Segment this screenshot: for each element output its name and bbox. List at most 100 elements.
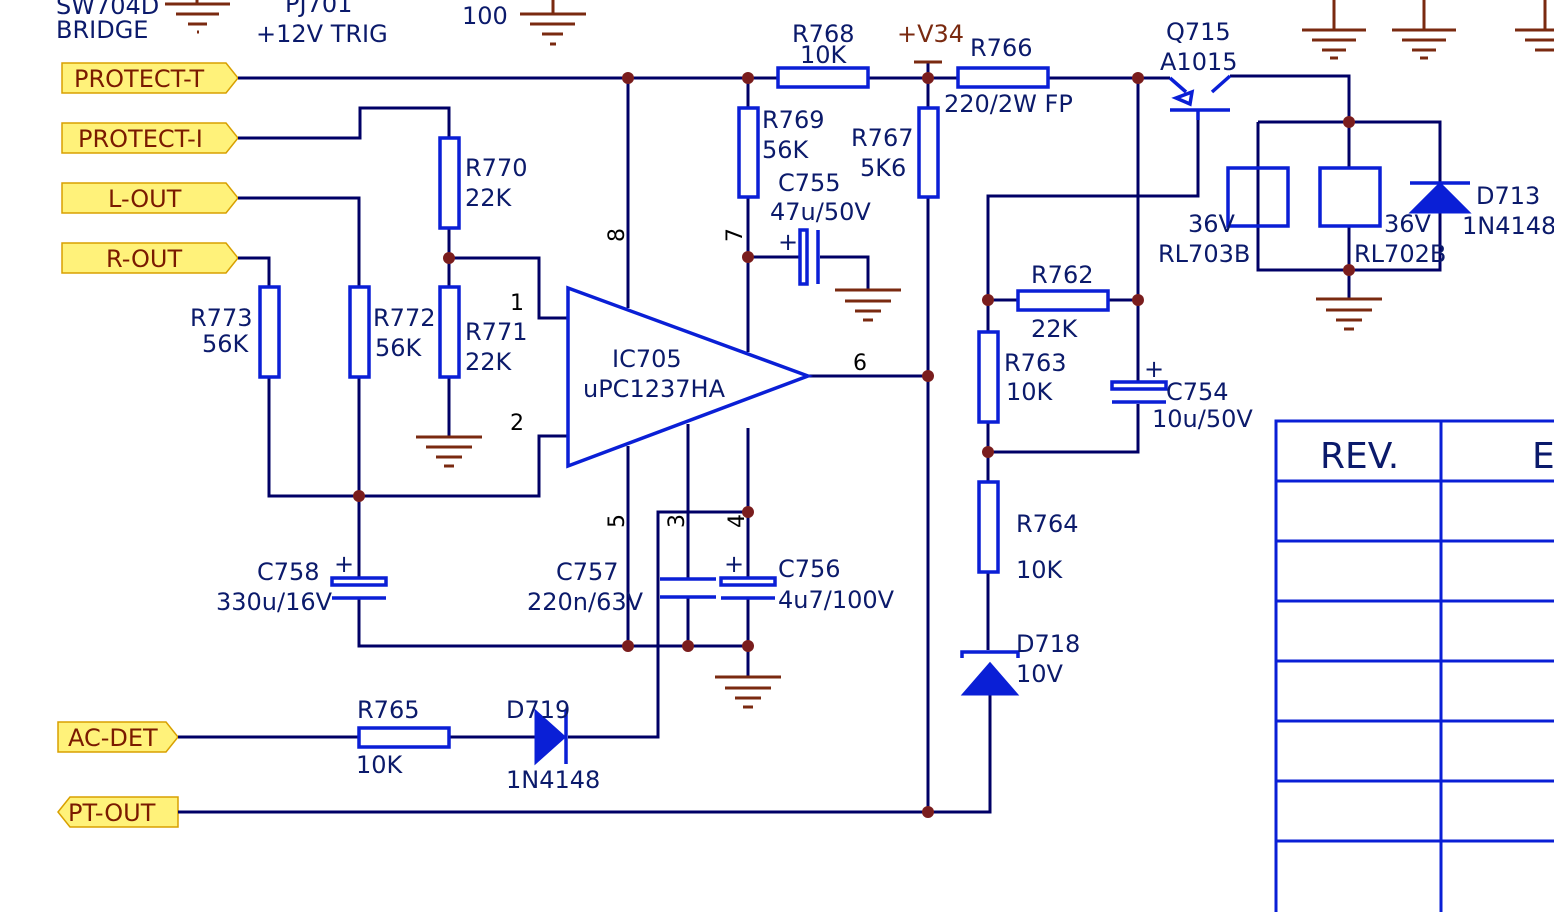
resistor-r769: R769 56K [737,106,824,199]
pin-1-label: 1 [510,291,524,316]
transistor-q715: Q715 A1015 [1160,18,1238,120]
resistor-r768: R768 10K [776,20,870,89]
c754-ref: C754 [1166,378,1229,406]
capacitor-c757: C757 220n/63V [527,558,716,616]
capacitor-c756: + C756 4u7/100V [719,550,895,614]
resistor-r766: R766 220/2W FP [944,34,1073,118]
r769-ref: R769 [762,106,824,134]
r765-value: 10K [356,751,404,779]
revision-table: REV. E [1274,419,1554,912]
q715-ref: Q715 [1166,18,1231,46]
supply-v34: +V34 [897,20,964,64]
pin-4-label: 4 [725,514,750,528]
ground-symbols [416,288,1382,709]
junction-dots [353,72,1355,818]
ic705-value: uPC1237HA [583,375,726,403]
r771-value: 22K [465,348,513,376]
resistor-r773: R773 56K [190,285,281,379]
wires [178,62,1442,814]
hundred-label: 100 [462,2,508,30]
resistor-r772: R772 56K [348,285,435,379]
pin-7-label: 7 [723,228,748,242]
relay-rl702b: 36V RL702B [1318,166,1446,268]
r767-value: 5K6 [860,154,906,182]
capacitor-c754: + C754 10u/50V [1110,355,1253,433]
pin-6-label: 6 [853,351,867,376]
r769-value: 56K [762,136,810,164]
resistor-r767: R767 5K6 [851,106,940,199]
r763-value: 10K [1006,378,1054,406]
q715-value: A1015 [1160,48,1238,76]
r762-value: 22K [1031,315,1079,343]
r770-value: 22K [465,184,513,212]
port-ac-det: AC-DET [57,721,179,753]
d718-value: 10V [1016,660,1064,688]
r773-ref: R773 [190,304,252,332]
port-protect-t: PROTECT-T [61,62,239,94]
pin-8-label: 8 [605,228,630,242]
d719-value: 1N4148 [506,766,600,794]
resistor-r771: R771 22K [438,285,527,379]
capacitor-c755: + C755 47u/50V [770,169,871,286]
rl703-ref: RL703B [1158,240,1250,268]
trig-label: +12V TRIG [256,20,388,48]
c758-value: 330u/16V [216,588,333,616]
rl702-value: 36V [1384,210,1432,238]
port-pt-out: PT-OUT [57,796,179,828]
resistor-r763: R763 10K [977,330,1066,424]
capacitor-c758: + C758 330u/16V [216,550,388,616]
r771-ref: R771 [465,318,527,346]
r768-ref: R768 [792,20,854,48]
ic705-ref: IC705 [612,345,682,373]
r762-ref: R762 [1031,261,1093,289]
c756-value: 4u7/100V [778,586,895,614]
v34-label: +V34 [897,20,964,48]
c755-ref: C755 [778,169,841,197]
c757-ref: C757 [556,558,619,586]
c755-plus: + [778,228,798,256]
r765-ref: R765 [357,696,419,724]
r773-value: 56K [202,330,250,358]
c756-ref: C756 [778,555,841,583]
r770-ref: R770 [465,154,527,182]
c754-plus: + [1144,355,1164,383]
r772-value: 56K [375,334,423,362]
c756-plus: + [724,550,744,578]
d719-ref: D719 [506,696,570,724]
pin-3-label: 3 [665,514,690,528]
d713-value: 1N4148 [1462,212,1554,240]
diode-d713: D713 1N4148 [1408,181,1554,240]
c755-value: 47u/50V [770,198,871,226]
pj701-label: PJ701 [285,0,352,18]
port-protect-i: PROTECT-I [61,122,239,154]
pin-2-label: 2 [510,411,524,436]
r764-ref: R764 [1016,510,1078,538]
rl703-value: 36V [1188,210,1236,238]
d713-ref: D713 [1476,182,1540,210]
c757-value: 220n/63V [527,588,644,616]
port-r-out-label: R-OUT [106,245,182,273]
port-r-out: R-OUT [61,242,239,274]
relay-rl703b: 36V RL703B [1158,166,1290,268]
d718-ref: D718 [1016,630,1080,658]
resistor-r765: R765 10K [356,696,451,779]
diode-d719: D719 1N4148 [506,696,600,794]
rev-header: REV. [1320,436,1399,477]
c758-ref: C758 [257,558,320,586]
resistor-r764: R764 10K [977,480,1078,584]
pin-5-label: 5 [605,514,630,528]
port-protect-i-label: PROTECT-I [78,125,203,153]
sw704d-label: SW704D [56,0,159,20]
r764-value: 10K [1016,556,1064,584]
bridge-label: BRIDGE [56,16,148,44]
table-header-col2: E [1532,436,1554,477]
port-pt-out-label: PT-OUT [68,799,156,827]
r763-ref: R763 [1004,349,1066,377]
rl702-ref: RL702B [1354,240,1446,268]
ground-symbols-top [165,0,1554,60]
r768-value: 10K [800,41,848,69]
r772-ref: R772 [373,304,435,332]
r766-value: 220/2W FP [944,90,1073,118]
resistor-r770: R770 22K [438,136,527,230]
port-protect-t-label: PROTECT-T [74,65,205,93]
